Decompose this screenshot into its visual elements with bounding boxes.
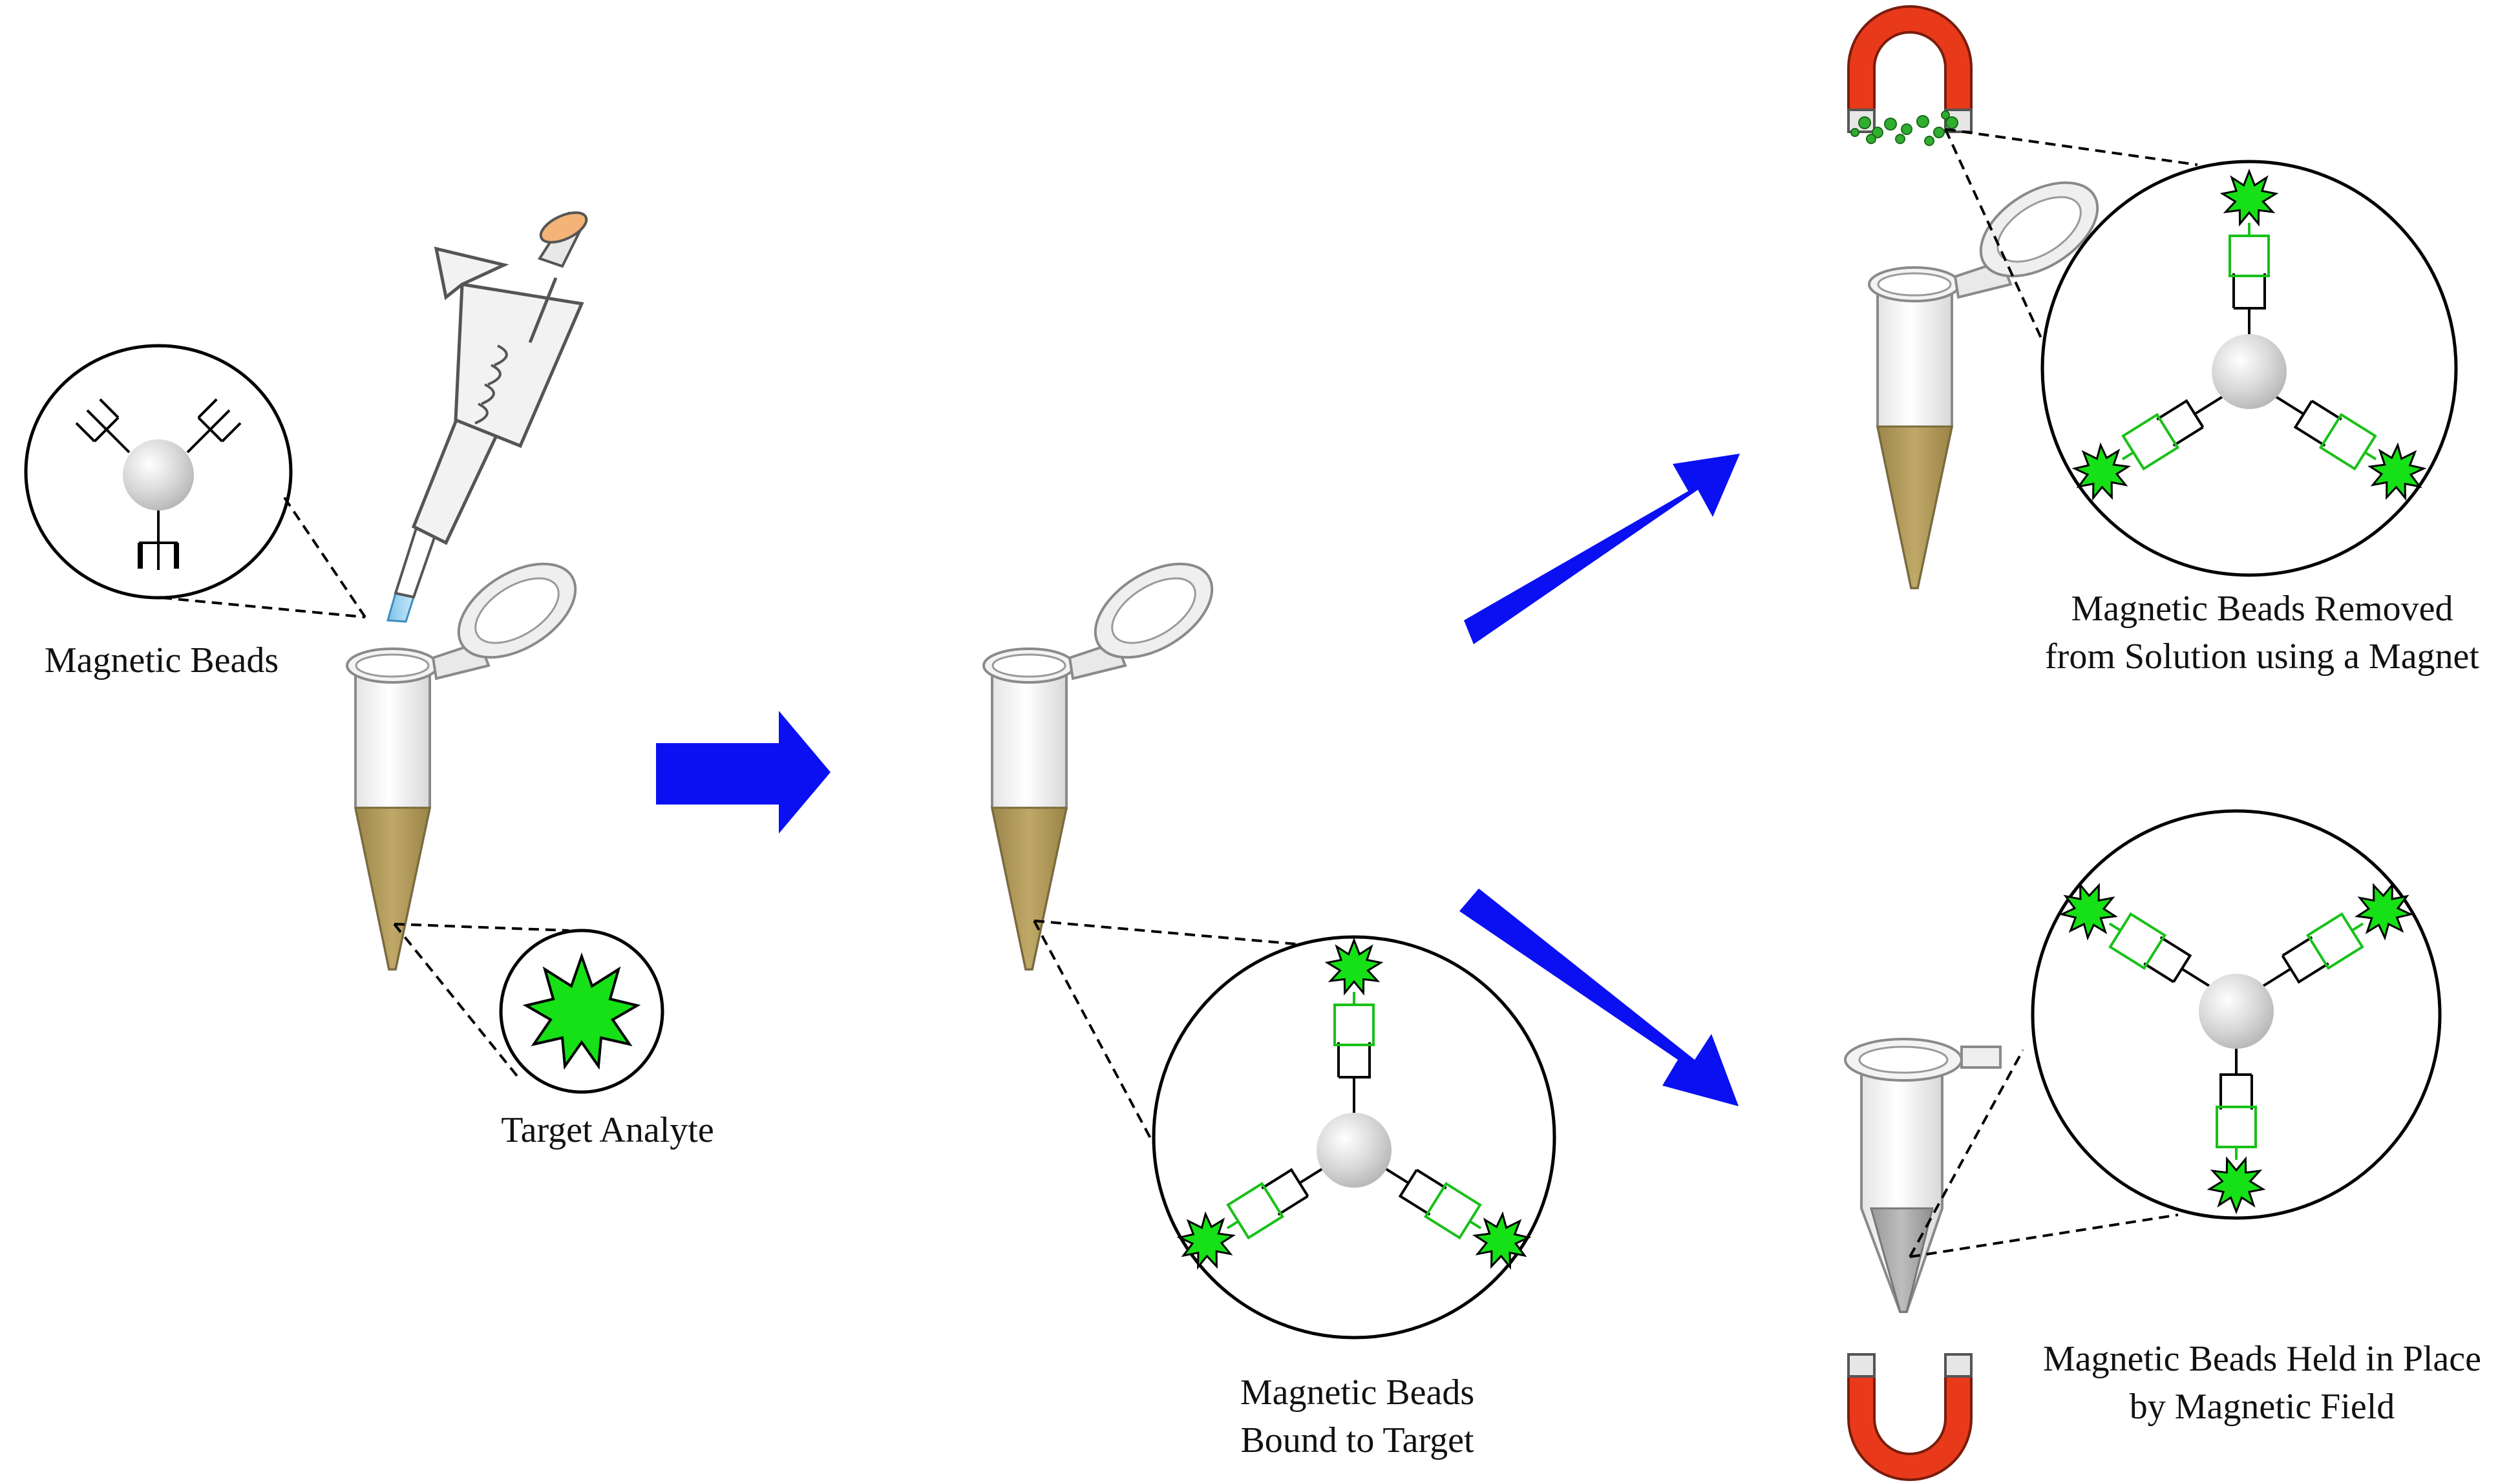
target-analyte-zoom-circle (499, 929, 664, 1094)
removed-bead-zoom-circle (2040, 160, 2458, 577)
bound-label-line1: Magnetic Beads (1240, 1373, 1475, 1413)
block-arrow-icon (1459, 889, 1739, 1106)
bound-label: Magnetic Beads Bound to Target (1163, 1369, 1551, 1464)
magnetic-beads-label: Magnetic Beads (44, 640, 279, 680)
bound-label-line2: Bound to Target (1240, 1420, 1474, 1460)
horseshoe-magnet-icon (1847, 5, 1973, 133)
magnetic-bead-icon (2212, 334, 2287, 409)
block-arrow-icon (1464, 454, 1740, 644)
star-burst-icon (522, 952, 641, 1070)
horseshoe-magnet-icon (1847, 1353, 1973, 1481)
block-arrow-icon (656, 711, 831, 834)
magnetic-bead-icon (1317, 1113, 1392, 1188)
microcentrifuge-tube-bottom-right (1844, 1038, 2002, 1313)
microcentrifuge-tube-left (346, 543, 593, 971)
bound-bead-zoom-circle (1152, 935, 1556, 1340)
target-analyte-label: Target Analyte (501, 1110, 714, 1150)
held-label-line2: by Magnetic Field (2129, 1387, 2395, 1427)
held-bead-zoom-circle (2031, 809, 2442, 1220)
held-label: Magnetic Beads Held in Place by Magnetic… (2004, 1335, 2520, 1431)
antibody-icon (138, 510, 179, 569)
magnetic-bead-icon (123, 439, 194, 510)
removed-label-line1: Magnetic Beads Removed (2071, 589, 2453, 629)
removed-label: Magnetic Beads Removed from Solution usi… (2004, 585, 2520, 680)
magnetic-bead-zoom-circle (24, 344, 293, 600)
held-label-line1: Magnetic Beads Held in Place (2042, 1339, 2481, 1379)
microcentrifuge-tube-middle (982, 543, 1230, 971)
removed-label-line2: from Solution using a Magnet (2045, 636, 2479, 677)
captured-beads-cluster (1850, 110, 1958, 146)
magnetic-bead-icon (2199, 974, 2274, 1049)
pipette-icon (386, 211, 588, 623)
